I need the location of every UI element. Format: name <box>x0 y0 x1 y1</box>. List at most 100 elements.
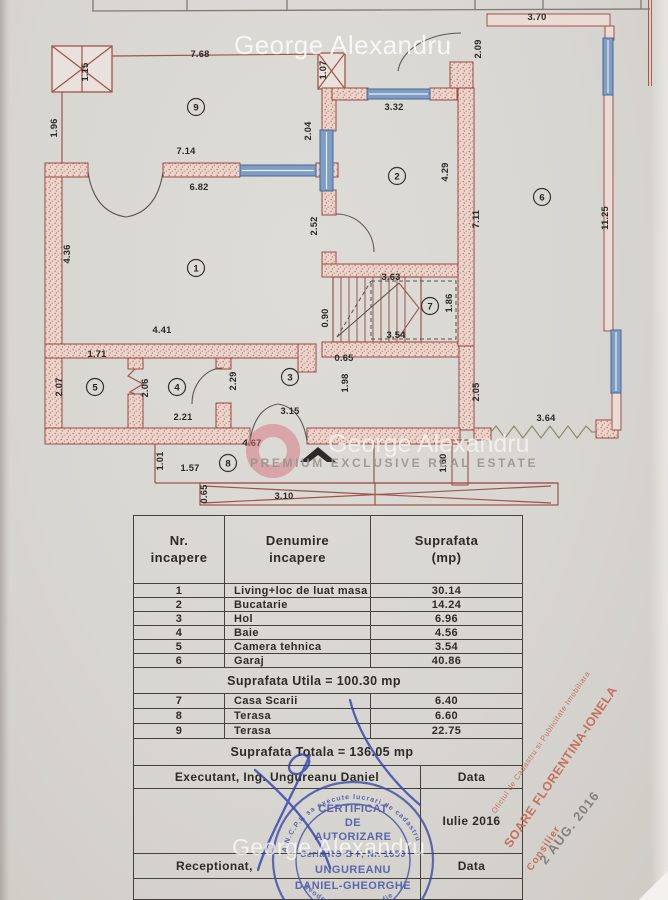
header-line: (mp) <box>431 549 462 565</box>
dimension-label: 1.57 <box>181 463 200 473</box>
dimension-label: 4.29 <box>440 163 450 182</box>
dimension-label: 4.41 <box>153 325 172 335</box>
room-number: 8 <box>225 458 230 469</box>
room-area-cell: 6.60 <box>434 710 458 722</box>
table-row: Suprafata Utila = 100.30 mp <box>134 668 522 694</box>
room-number-circle <box>186 258 206 278</box>
header-line: Nr. <box>169 533 189 549</box>
dimension-label: 3.70 <box>528 12 547 22</box>
table-row: Receptionat,Data <box>134 854 522 879</box>
dimension-label: 1.96 <box>49 119 59 138</box>
dimension-label: 11.25 <box>600 206 610 230</box>
room-number-circle <box>532 187 552 207</box>
dimension-label: 1.01 <box>155 452 165 471</box>
room-number-circle <box>85 377 105 397</box>
window <box>602 37 614 96</box>
stamp-line: DANIEL-GHEORGHE <box>295 880 411 892</box>
room-area-cell: 6.40 <box>434 695 458 707</box>
room-number-circle <box>218 453 238 473</box>
window <box>319 129 334 192</box>
stamp-line: Seria RO-B-F, Nr. 1550 <box>300 849 406 859</box>
certificate-stamp: A.N.C.P.I. sa execute lucrari de cadastr… <box>271 780 435 900</box>
stamp-line: DE <box>345 817 361 829</box>
garage-opening-zigzag <box>490 425 597 439</box>
dimension-label: 1.15 <box>80 63 90 82</box>
walls-group <box>44 13 622 445</box>
dimension-label: 3.32 <box>385 102 404 112</box>
watermark-bottom: George Alexandru <box>232 834 426 860</box>
room-number: 5 <box>92 382 98 393</box>
windows-group <box>239 37 622 394</box>
room-number-circle <box>167 377 187 397</box>
room-name-cell: Casa Scarii <box>225 694 371 708</box>
stamp-line: CERTIFICAT <box>318 803 388 815</box>
dimension-label: 1.71 <box>88 349 107 359</box>
table-row: Suprafata Totala = 136.05 mp <box>134 739 522 766</box>
room-number-circle <box>420 296 440 316</box>
room-name-cell: Garaj <box>225 654 371 667</box>
room-nr-cell: 2 <box>134 598 225 611</box>
stamp-line: UNGUREANU <box>315 864 391 876</box>
room-number: 7 <box>427 301 432 312</box>
dimension-label: 2.05 <box>471 383 481 402</box>
total-utila: Suprafata Utila = 100.30 mp <box>227 673 401 688</box>
total-totala: Suprafata Totala = 136.05 mp <box>230 745 414 759</box>
room-area-cell: 6.96 <box>434 612 458 625</box>
room-nr-cell: 3 <box>134 612 225 625</box>
data-header-cell: Data <box>457 770 486 784</box>
room-area-cell: 14.24 <box>431 598 462 611</box>
data-header-cell: Data <box>457 859 486 873</box>
room-name-cell: Hol <box>225 612 371 625</box>
dimension-label: 2.04 <box>303 121 313 141</box>
dimension-label: 3.54 <box>387 330 407 340</box>
room-number-circle <box>186 97 206 117</box>
dimension-label: 2.52 <box>309 217 319 236</box>
terrace-and-steps <box>154 425 597 506</box>
watermark-arrow-icon <box>300 447 336 462</box>
dimension-label: 7.14 <box>177 146 197 156</box>
room-name-cell: Camera tehnica <box>225 640 371 653</box>
watermark-center-name: George Alexandru <box>328 430 530 458</box>
column-header: Nr.incapere <box>134 516 225 583</box>
room-nr-cell: 7 <box>134 694 225 708</box>
room-nr-cell: 8 <box>134 709 225 723</box>
dimension-label: 2.21 <box>174 412 193 422</box>
room-number: 4 <box>174 382 180 393</box>
room-name-cell: Terasa <box>225 724 371 738</box>
dimension-label: 2.06 <box>140 379 150 398</box>
watermark-top: George Alexandru <box>234 30 452 60</box>
doors-group <box>87 32 462 442</box>
dimension-label: 0.65 <box>199 485 209 504</box>
room-number: 6 <box>539 192 544 203</box>
table-row <box>134 879 522 899</box>
room-number: 2 <box>394 171 399 182</box>
dimension-label: 1.07 <box>318 61 328 80</box>
room-nr-cell: 1 <box>134 584 225 597</box>
dimension-label: 1.98 <box>340 374 350 393</box>
header-line: Suprafata <box>414 533 479 549</box>
dimension-label: 7.68 <box>191 49 210 59</box>
ink-signature <box>253 698 422 872</box>
room-area-cell: 4.56 <box>434 626 458 639</box>
dimension-label: 4.36 <box>62 245 72 264</box>
dimension-labels-group: 7.683.703.327.146.823.633.540.654.411.71… <box>49 12 610 503</box>
room-nr-cell: 9 <box>134 724 225 738</box>
dimension-label: 1.86 <box>444 294 454 313</box>
dimension-label: 6.82 <box>190 182 209 192</box>
header-line: Denumire <box>265 533 330 549</box>
dimension-label: 1.60 <box>438 454 448 473</box>
window <box>239 164 317 177</box>
chimney-box <box>51 45 113 93</box>
date-value-cell: Iulie 2016 <box>442 814 501 828</box>
room-number-circle <box>387 166 407 186</box>
room-name-cell: Living+loc de luat masa <box>225 584 371 597</box>
